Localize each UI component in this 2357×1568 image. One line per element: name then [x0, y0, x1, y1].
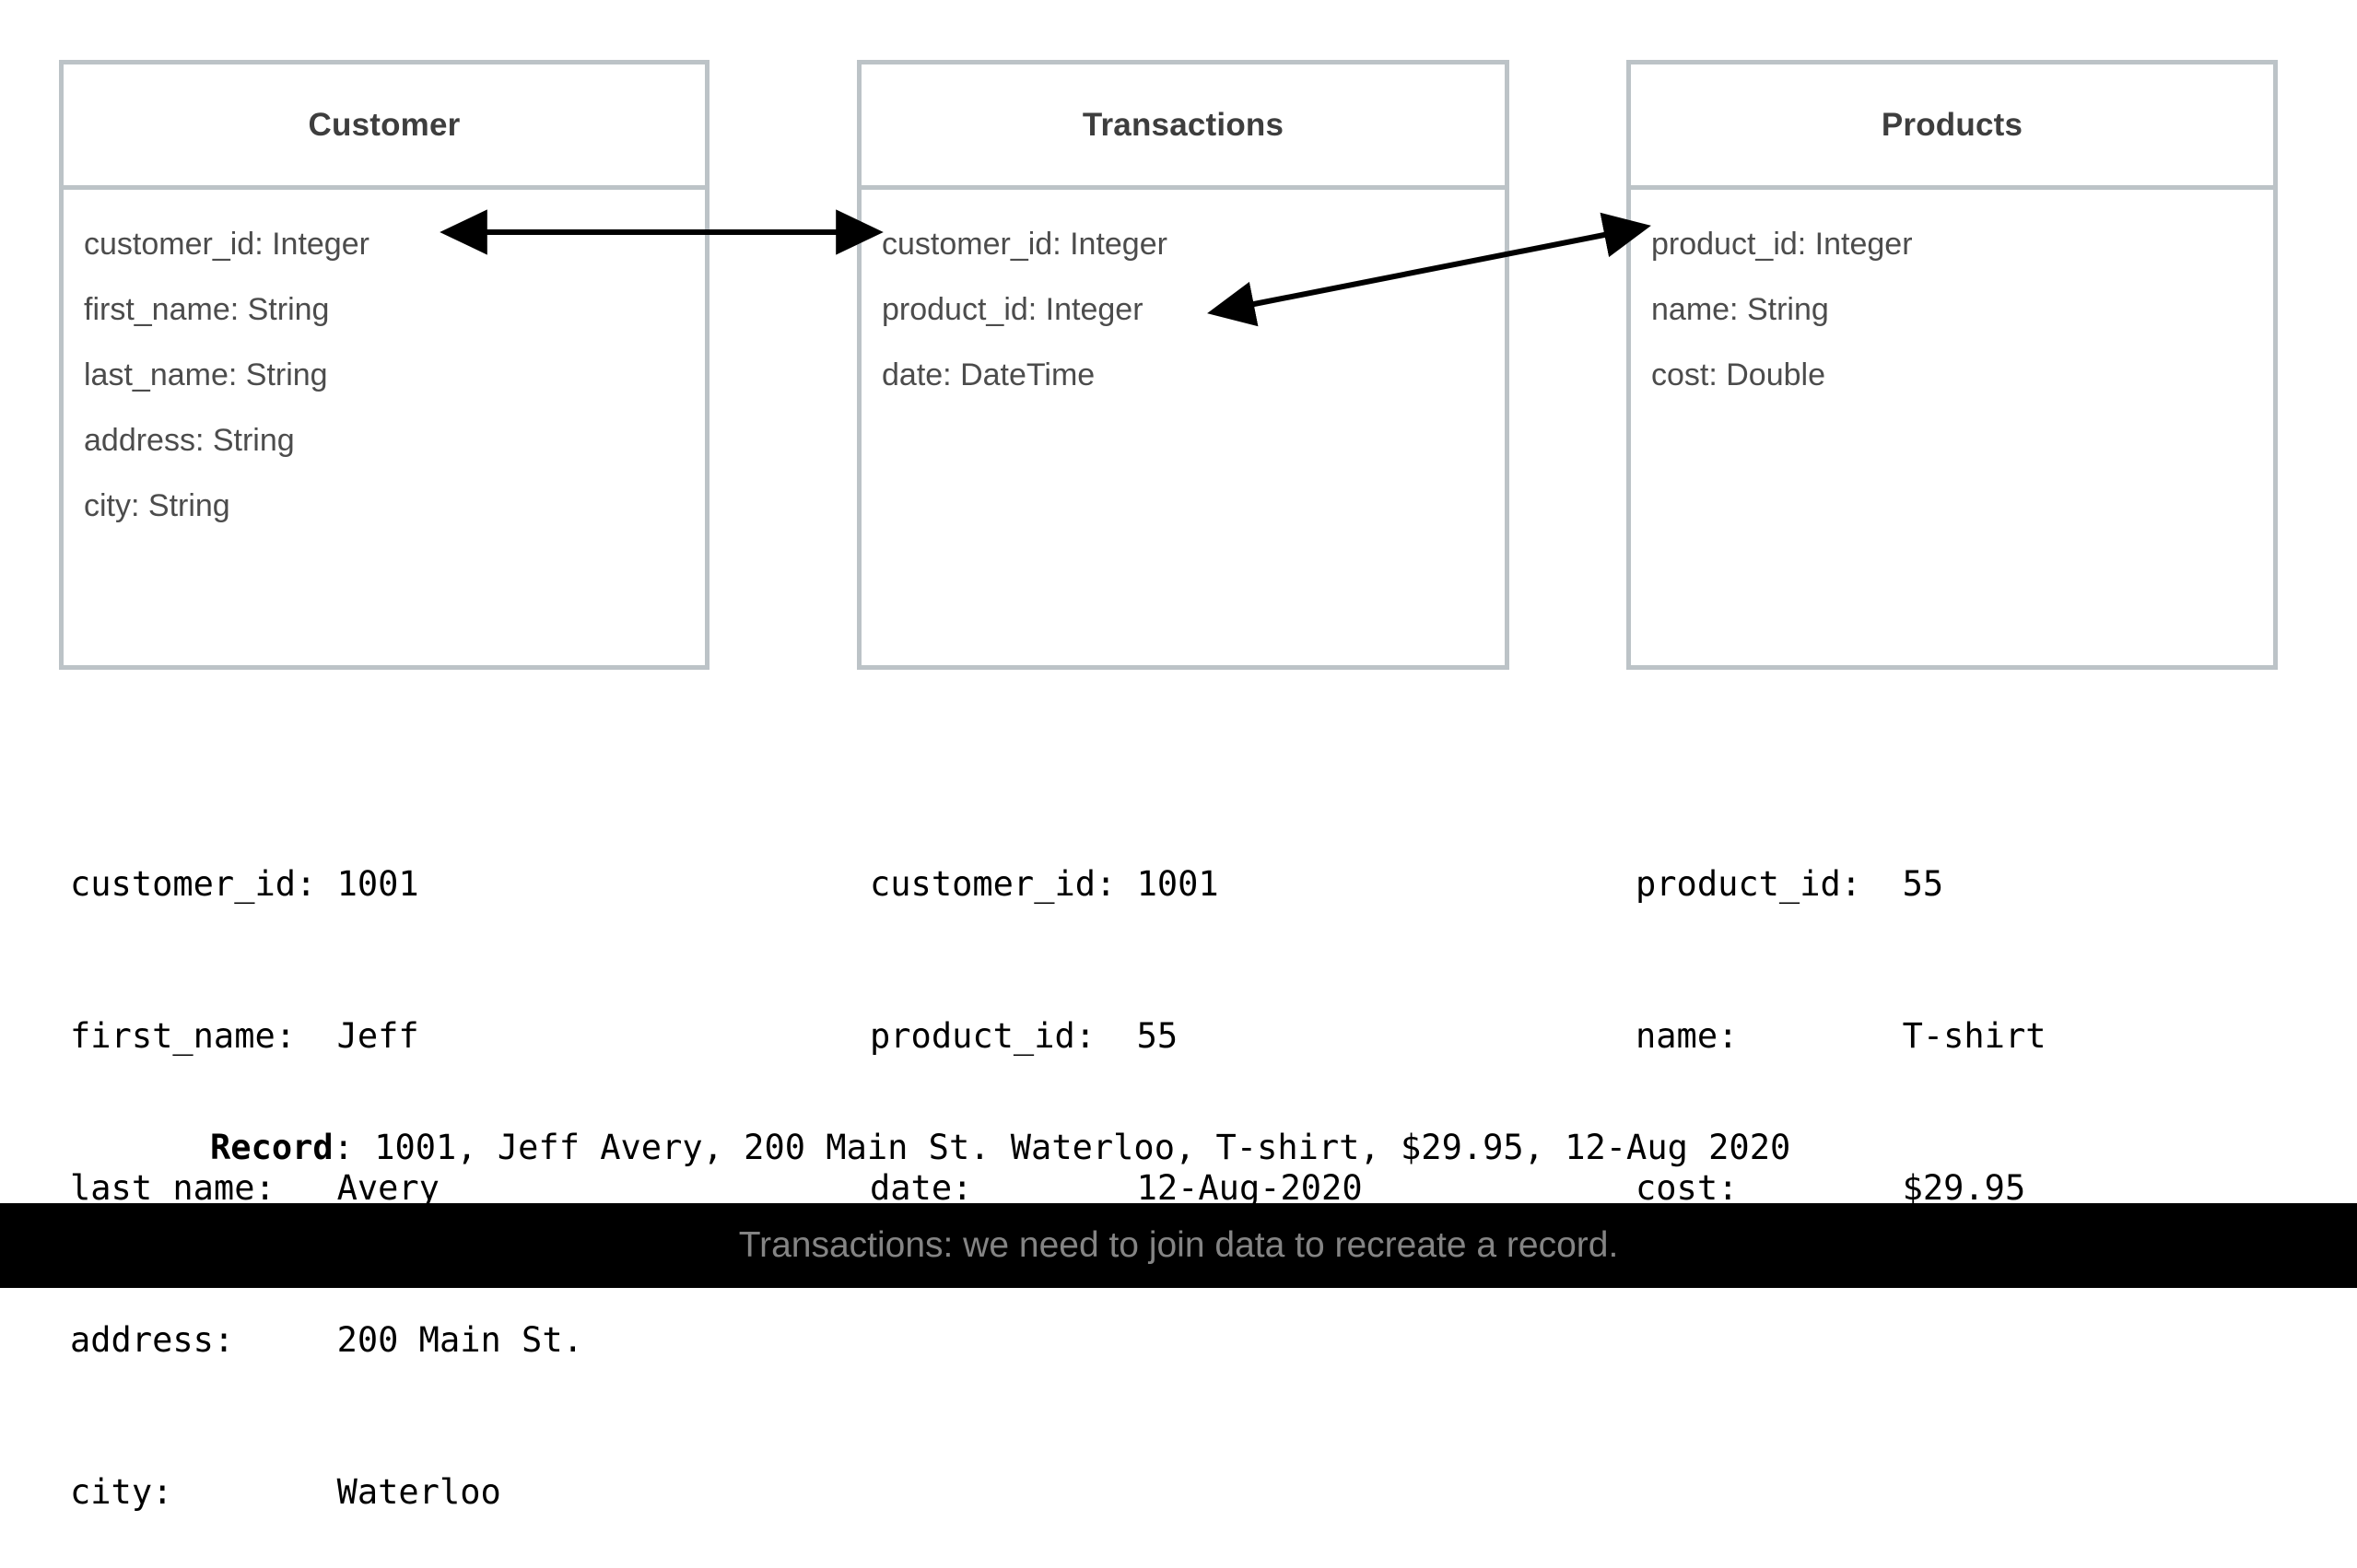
record-key: first_name: [70, 1016, 297, 1056]
record-key: last_name: [70, 1168, 276, 1208]
entity-field: cost: Double [1651, 357, 1825, 392]
record-row: product_id: 55 [1636, 859, 2046, 909]
record-key: product_id: [870, 1016, 1096, 1056]
record-value: 200 Main St. [336, 1320, 583, 1360]
entity-box-customer: Customer customer_id: Integer first_name… [59, 60, 709, 670]
record-row: cost: $29.95 [1636, 1163, 2046, 1213]
joined-record-value: 1001, Jeff Avery, 200 Main St. Waterloo,… [374, 1128, 1791, 1167]
record-value: 1001 [336, 864, 419, 904]
joined-record-label: Record [210, 1128, 334, 1167]
record-value: 55 [1136, 1016, 1178, 1056]
record-key: customer_id: [70, 864, 317, 904]
entity-box-transactions: Transactions customer_id: Integer produc… [857, 60, 1509, 670]
entity-field: city: String [84, 488, 230, 523]
entity-field: address: String [84, 423, 295, 458]
entity-box-products: Products product_id: Integer name: Strin… [1626, 60, 2278, 670]
record-value: 12-Aug-2020 [1136, 1168, 1363, 1208]
caption-text: Transactions: we need to join data to re… [738, 1225, 1619, 1265]
joined-record-separator: : [333, 1128, 375, 1167]
record-row: first_name: Jeff [70, 1011, 583, 1061]
entity-title: Transactions [1082, 106, 1284, 143]
record-key: city: [70, 1472, 173, 1512]
record-value: $29.95 [1902, 1168, 2026, 1208]
entity-field-list: customer_id: Integer product_id: Integer… [862, 190, 1505, 408]
record-column-products: product_id: 55 name: T-shirt cost: $29.95 [1636, 757, 2046, 1264]
entity-field: name: String [1651, 292, 1829, 327]
record-key: date: [870, 1168, 973, 1208]
record-row: customer_id: 1001 [70, 859, 583, 909]
joined-record-line: Record: 1001, Jeff Avery, 200 Main St. W… [210, 1128, 1790, 1167]
entity-field: customer_id: Integer [882, 227, 1167, 262]
entity-field: product_id: Integer [1651, 227, 1913, 262]
entity-field-list: customer_id: Integer first_name: String … [64, 190, 705, 539]
record-key: name: [1636, 1016, 1739, 1056]
entity-field: date: DateTime [882, 357, 1096, 392]
entity-field: first_name: String [84, 292, 330, 327]
entity-header-customer: Customer [64, 64, 705, 190]
entity-field: last_name: String [84, 357, 328, 392]
record-row: customer_id: 1001 [870, 859, 1363, 909]
record-value: Waterloo [336, 1472, 501, 1512]
record-row: address: 200 Main St. [70, 1315, 583, 1365]
record-value: 55 [1902, 864, 1944, 904]
record-value: Jeff [336, 1016, 419, 1056]
entity-field-list: product_id: Integer name: String cost: D… [1631, 190, 2273, 408]
record-key: cost: [1636, 1168, 1739, 1208]
entity-header-transactions: Transactions [862, 64, 1505, 190]
record-column-transactions: customer_id: 1001 product_id: 55 date: 12-A… [870, 757, 1363, 1264]
caption-bar: Transactions: we need to join data to re… [0, 1203, 2357, 1288]
record-row: product_id: 55 [870, 1011, 1363, 1061]
record-row: last_name: Avery [70, 1163, 583, 1213]
record-value: T-shirt [1902, 1016, 2046, 1056]
record-row: date: 12-Aug-2020 [870, 1163, 1363, 1213]
entity-title: Customer [308, 106, 461, 143]
entity-header-products: Products [1631, 64, 2273, 190]
record-key: address: [70, 1320, 235, 1360]
record-value: 1001 [1136, 864, 1219, 904]
record-key: customer_id: [870, 864, 1117, 904]
record-row: name: T-shirt [1636, 1011, 2046, 1061]
entity-field: customer_id: Integer [84, 227, 369, 262]
entity-title: Products [1881, 106, 2023, 143]
record-row: city: Waterloo [70, 1467, 583, 1517]
record-value: Avery [336, 1168, 440, 1208]
record-key: product_id: [1636, 864, 1862, 904]
entity-field: product_id: Integer [882, 292, 1143, 327]
